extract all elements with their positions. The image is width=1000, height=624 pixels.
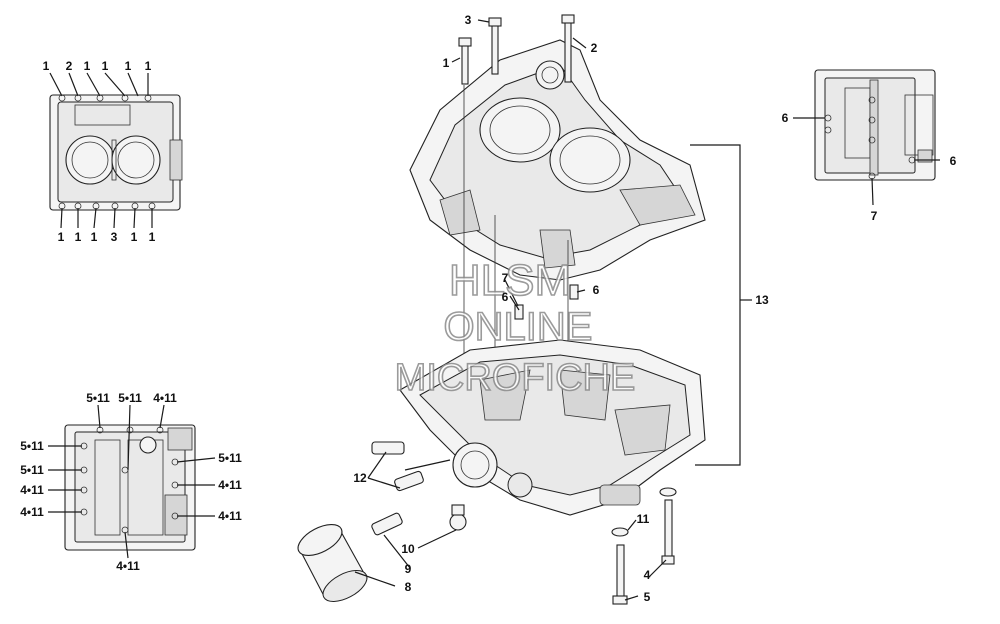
callout-label: 5•11 [118,391,142,405]
callout-label: 3 [111,230,118,244]
labels-top-left: 1 2 1 1 1 1 1 1 1 3 1 1 [43,59,156,244]
lower-bolts [611,487,677,605]
callout-label: 3 [465,13,472,27]
callout-label: 1 [145,59,152,73]
inset-lower-crankcase-bottom-view [48,404,216,559]
callout-label: 1 [75,230,82,244]
callout-label: 4•11 [218,509,242,523]
callout-label: 5•11 [20,439,44,453]
callout-label: 1 [84,59,91,73]
labels-bottom-left: 5•11 5•11 4•11 5•11 5•11 4•11 4•11 5•11 … [20,391,242,573]
callout-label: 1 [91,230,98,244]
upper-bolts [451,14,587,85]
callout-label: 12 [353,471,367,485]
callout-label: 6 [502,290,509,304]
lower-crankcase [399,339,706,516]
watermark-line1: HLSM [449,256,571,305]
callout-label: 5•11 [20,463,44,477]
labels-top-right: 6 6 7 [782,111,957,223]
callout-label: 10 [401,542,415,556]
callout-label: 7 [502,271,509,285]
callout-label: 4•11 [153,391,177,405]
callout-label: 1 [125,59,132,73]
assembly-bracket [690,144,752,466]
watermark: HLSM ONLINE MICROFICHE [394,255,636,400]
upper-crankcase [409,39,706,281]
callout-label: 5•11 [86,391,110,405]
callout-label: 4 [644,568,651,582]
callout-label: 2 [591,41,598,55]
callout-label: 1 [43,59,50,73]
callout-label: 7 [871,209,878,223]
callout-label: 1 [102,59,109,73]
oil-fittings [367,441,467,569]
callout-label: 1 [149,230,156,244]
callout-label: 4•11 [116,559,140,573]
inset-crankcase-side-view [793,69,940,206]
watermark-line3: MICROFICHE [395,357,636,399]
callout-label: 1 [443,56,450,70]
labels-middle: 7 6 6 13 [502,271,769,307]
watermark-line2: ONLINE [444,305,593,349]
callout-label: 13 [755,293,769,307]
callout-label: 6 [782,111,789,125]
callout-label: 9 [405,562,412,576]
callout-label: 4•11 [218,478,242,492]
callout-label: 8 [405,580,412,594]
callout-label: 1 [58,230,65,244]
callout-label: 5•11 [218,451,242,465]
oil-filter [297,523,396,602]
callout-label: 2 [66,59,73,73]
callout-label: 5 [644,590,651,604]
inset-upper-crankcase-top-view [49,72,183,229]
callout-label: 11 [637,512,650,526]
callout-label: 4•11 [20,483,44,497]
callout-label: 6 [950,154,957,168]
labels-top-center: 3 1 2 [443,13,598,70]
callout-label: 1 [131,230,138,244]
callout-label: 6 [593,283,600,297]
labels-bottom-center: 12 10 9 8 11 4 5 [353,471,650,604]
callout-label: 4•11 [20,505,44,519]
